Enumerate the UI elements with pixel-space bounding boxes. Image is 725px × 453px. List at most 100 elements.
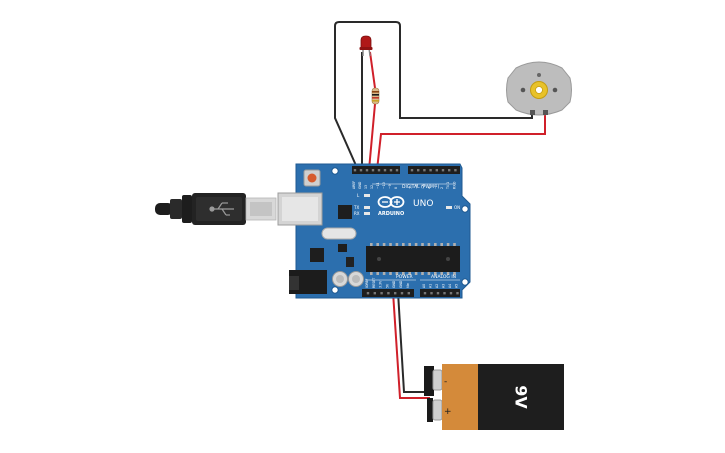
pin-label: GND <box>358 181 362 189</box>
header-pin[interactable] <box>371 169 375 172</box>
header-pin[interactable] <box>380 292 383 295</box>
pin-label: A5 <box>455 284 459 288</box>
header-pin[interactable] <box>365 169 369 172</box>
pin-label: ~9 <box>388 184 392 189</box>
pin-label: A4 <box>448 284 452 288</box>
chip-pin <box>389 272 392 275</box>
chip-pin <box>434 243 437 246</box>
header-pin[interactable] <box>423 292 427 295</box>
pin-label: IOREF <box>365 278 369 288</box>
header-pin[interactable] <box>423 169 426 172</box>
header-pin[interactable] <box>454 169 457 172</box>
pin-label: 2 <box>440 187 444 189</box>
header-pin[interactable] <box>373 292 376 295</box>
header-pin[interactable] <box>387 292 390 295</box>
header-pin[interactable] <box>429 169 432 172</box>
header-pin[interactable] <box>394 292 397 295</box>
wire-black-battery[interactable] <box>397 291 428 393</box>
usb-chip <box>338 205 352 219</box>
chip-pin <box>408 243 411 246</box>
header-pin[interactable] <box>417 169 420 172</box>
dc-motor[interactable] <box>506 61 572 116</box>
chip-pin <box>446 243 450 246</box>
pin-label: A3 <box>442 284 446 288</box>
resistor[interactable] <box>371 87 380 105</box>
battery-plus-terminal[interactable] <box>432 399 443 421</box>
chip-pin <box>427 243 431 246</box>
header-pin[interactable] <box>407 292 410 295</box>
digital-header[interactable] <box>352 166 460 174</box>
battery-voltage-label: 9V <box>512 385 531 409</box>
chip-pin <box>370 243 373 246</box>
header-pin[interactable] <box>456 292 459 295</box>
pin-label: 7 <box>409 187 413 189</box>
led-l-label: L <box>357 193 360 198</box>
header-pin[interactable] <box>359 169 363 172</box>
chip-pin <box>370 272 373 275</box>
capacitors <box>332 271 364 287</box>
pin-label: 13 <box>364 185 368 189</box>
pin-label: ~11 <box>376 182 380 189</box>
led-tx-label: TX <box>353 205 359 210</box>
chip-pin <box>376 272 379 275</box>
power-jack[interactable] <box>289 270 327 294</box>
pin-label: AREF <box>352 181 356 189</box>
header-pin[interactable] <box>366 292 370 295</box>
pin-label: 3.3V <box>379 280 383 288</box>
analog-header[interactable] <box>420 289 460 297</box>
wire-red-led[interactable] <box>368 51 376 171</box>
pin-label: ~6 <box>415 184 419 189</box>
header-pin[interactable] <box>410 169 414 172</box>
chip-pin <box>382 243 386 246</box>
header-pin[interactable] <box>443 292 446 295</box>
header-pin[interactable] <box>430 292 433 295</box>
pin-label: 8 <box>394 187 398 189</box>
header-pin[interactable] <box>389 169 393 172</box>
header-pin[interactable] <box>395 169 399 172</box>
reset-button[interactable] <box>303 169 321 187</box>
header-pin[interactable] <box>435 169 438 172</box>
wire-black-motor[interactable] <box>334 21 533 171</box>
arduino-uno-board[interactable]: L TX RX ON UNO ARDUINO DIGITAL (PWM~) <box>277 163 471 299</box>
crystal-oscillator <box>321 227 357 240</box>
header-pin[interactable] <box>436 292 440 295</box>
pin-label: ~3 <box>434 184 438 189</box>
chip-pin <box>440 243 443 246</box>
usb-symbol-icon <box>209 202 234 216</box>
arduino-logo-icon <box>377 196 405 208</box>
wires <box>334 21 546 399</box>
chip-pin <box>453 272 456 275</box>
chip-pin <box>440 272 443 275</box>
chip-pin <box>434 272 437 275</box>
pin-label: ~5 <box>421 184 425 189</box>
header-pin[interactable] <box>383 169 387 172</box>
chip-pin <box>376 243 379 246</box>
usb-cable[interactable] <box>155 193 277 225</box>
pin-label: RX 0 <box>452 182 456 189</box>
chip-pin <box>402 243 405 246</box>
header-pin[interactable] <box>449 292 453 295</box>
pin-label: TX 1 <box>446 182 450 190</box>
header-pin[interactable] <box>441 169 445 172</box>
led-red[interactable] <box>359 35 373 57</box>
board-model: UNO <box>413 199 433 209</box>
pin-label: ~10 <box>382 182 386 189</box>
chip-pin <box>408 272 411 275</box>
battery-plus-label: + <box>444 407 452 417</box>
header-pin[interactable] <box>448 169 451 172</box>
chip-pin <box>453 243 456 246</box>
wire-red-battery[interactable] <box>392 291 430 399</box>
battery-9v[interactable]: - + 9V <box>424 364 564 430</box>
chip-pin <box>421 272 424 275</box>
header-pin[interactable] <box>377 169 381 172</box>
header-pin[interactable] <box>400 292 404 295</box>
chip-pin <box>414 243 418 246</box>
pin-label: 5V <box>385 283 389 288</box>
battery-minus-terminal[interactable] <box>432 369 443 391</box>
digital-header-label: DIGITAL (PWM~) <box>402 184 440 190</box>
wire-red-motor[interactable] <box>376 110 546 171</box>
header-pin[interactable] <box>353 169 357 172</box>
chip-pin <box>395 243 399 246</box>
